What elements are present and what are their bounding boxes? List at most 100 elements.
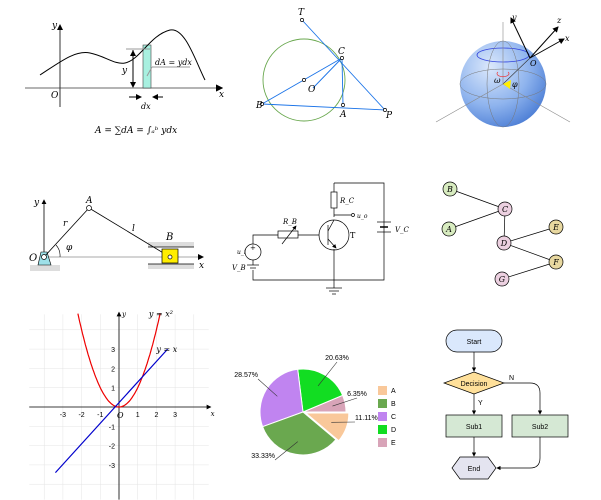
sphere-y-label: y	[511, 13, 517, 22]
pie-leader-line	[274, 441, 298, 461]
sphere-x-label: x	[565, 34, 570, 43]
point-b: B	[255, 101, 263, 111]
start-label: Start	[467, 339, 482, 346]
yes-label: Y	[478, 400, 483, 407]
end-label: End	[468, 466, 481, 473]
graph-node	[441, 221, 457, 237]
plot-x-label: x	[211, 410, 215, 418]
graph-edge	[503, 242, 557, 263]
decision-label: Decision	[461, 381, 488, 388]
graph-node	[497, 201, 513, 217]
graph-node-label: D	[500, 239, 508, 248]
mech-y-label: y	[33, 198, 40, 208]
x-tick-label: 2	[154, 412, 158, 419]
parabola-curve	[77, 313, 161, 408]
pie-data-label: 33.33%	[251, 453, 275, 460]
r-label: r	[63, 219, 68, 229]
legend-label: D	[391, 427, 396, 434]
graph-edge	[448, 208, 506, 230]
plot-y-label: y	[121, 310, 127, 318]
mech-o-label: O	[29, 253, 37, 264]
graph-node-label: E	[552, 223, 559, 232]
mech-a-label: A	[85, 196, 93, 206]
origin-label: O	[51, 91, 59, 101]
graph-node	[496, 235, 512, 251]
pie-data-label: 11.11%	[355, 415, 378, 422]
mech-x-label: x	[199, 261, 204, 271]
y-tick-label: 3	[111, 347, 115, 354]
transistor-label: T	[350, 231, 356, 240]
graph-edge	[449, 188, 506, 210]
pie-slice-C	[259, 368, 304, 428]
y-tick-label: -2	[109, 444, 115, 451]
pie-data-label: 6.35%	[347, 391, 367, 398]
rc-label: R_C	[339, 197, 355, 205]
legend-label: E	[391, 440, 396, 447]
x-tick-label: -1	[97, 412, 103, 419]
pie-slice-A	[304, 412, 350, 442]
end-node	[451, 456, 497, 480]
pie-slice-D	[297, 368, 344, 413]
x-tick-label: 1	[136, 412, 140, 419]
point-o: O	[308, 85, 316, 95]
integral-diagram: y x O y dA = ydx dx A = ∑dA = ∫ₐᵇ ydx	[25, 21, 224, 136]
line-label: y = x	[155, 345, 177, 354]
legend-swatch	[378, 412, 387, 421]
point-p: P	[385, 111, 393, 121]
graph-edge	[501, 261, 557, 280]
graph-diagram: B C A E D F G	[441, 181, 564, 287]
circuit-labels: + R_C u_o R_B u_i V_B V_C T	[232, 197, 410, 272]
legend-label: B	[391, 401, 396, 408]
graph-node	[442, 181, 458, 197]
vb-label: V_B	[232, 264, 246, 272]
x-tick-label: -2	[78, 412, 84, 419]
area-formula: A = ∑dA = ∫ₐᵇ ydx	[94, 126, 177, 136]
y-axis-label: y	[51, 21, 58, 31]
graph-node-label: C	[502, 205, 508, 214]
mech-b-label: B	[165, 232, 173, 243]
omega-label: ω	[494, 76, 501, 85]
legend-swatch	[378, 438, 387, 447]
slider-crank-diagram: y x O A B r l φ	[29, 196, 204, 271]
ui-label: u_i	[237, 249, 246, 256]
y-height-label: y	[121, 66, 128, 76]
x-tick-label: 3	[173, 412, 177, 419]
phi-angle-label: φ	[66, 243, 73, 253]
rb-label: R_B	[282, 218, 297, 226]
sphere-diagram: y z x O ω φ	[435, 13, 571, 128]
plot-origin-label: O	[117, 411, 124, 420]
x-axis-label: x	[219, 90, 224, 100]
legend-swatch	[378, 425, 387, 434]
sub1-label: Sub1	[466, 424, 482, 431]
graph-node-label: A	[445, 225, 452, 234]
da-label: dA = ydx	[155, 58, 192, 67]
graph-node-label: F	[552, 258, 559, 267]
pie-leader-line	[317, 361, 338, 387]
y-tick-label: 2	[111, 366, 115, 373]
flowchart	[442, 329, 569, 480]
point-c: C	[338, 47, 345, 57]
legend-swatch	[378, 386, 387, 395]
graph-node-label: B	[446, 185, 453, 194]
sphere-o-label: O	[530, 59, 537, 68]
graph-node-label: G	[499, 275, 506, 284]
pie-data-label: 20.63%	[325, 355, 349, 362]
graph-node	[548, 254, 564, 270]
flowchart-labels: Start Decision Sub1 Sub2 End Y N	[461, 339, 549, 473]
graph-edge	[503, 226, 557, 244]
circuit-diagram	[244, 182, 391, 295]
parabola-label: y = x²	[148, 309, 173, 318]
legend-label: C	[391, 414, 396, 421]
legend-swatch	[378, 399, 387, 408]
geometry-diagram: T C O B A P	[255, 8, 393, 122]
identity-line	[54, 348, 169, 474]
l-label: l	[132, 224, 135, 234]
pie-leader-line	[257, 378, 278, 397]
y-tick-label: -3	[109, 463, 115, 470]
y-tick-label: -1	[109, 424, 115, 431]
point-a: A	[339, 110, 347, 120]
x-tick-label: -3	[60, 412, 66, 419]
dx-label: dx	[141, 102, 151, 111]
